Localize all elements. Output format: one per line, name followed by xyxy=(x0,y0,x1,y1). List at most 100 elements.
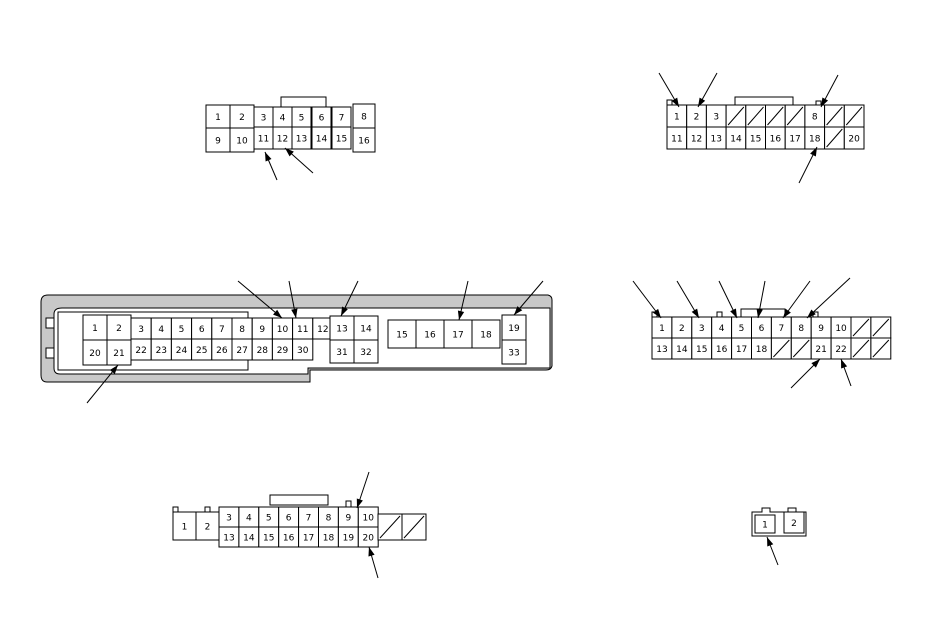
pin-number: 20 xyxy=(848,135,860,145)
pin-number: 13 xyxy=(656,345,667,355)
pin-number: 10 xyxy=(277,325,289,335)
pointer-arrow-head xyxy=(691,308,699,318)
pin-number: 1 xyxy=(182,523,188,533)
pin-number: 6 xyxy=(286,514,292,524)
pin-number: 14 xyxy=(676,345,688,355)
pin-number: 11 xyxy=(297,325,308,335)
pin-number: 2 xyxy=(205,523,211,533)
pin-number: 9 xyxy=(259,325,265,335)
pointer-arrow-head xyxy=(810,147,817,157)
pin-number: 4 xyxy=(246,514,252,524)
pointer-arrow-head xyxy=(514,306,523,315)
pointer-arrow-head xyxy=(698,97,706,107)
pin-number: 16 xyxy=(358,137,370,147)
pin-number: 3 xyxy=(713,113,719,123)
pin-cavity xyxy=(783,511,805,534)
pin-cavity xyxy=(501,339,527,365)
pin-number: 7 xyxy=(219,325,225,335)
pointer-arrow-head xyxy=(109,365,118,374)
pin-number: 1 xyxy=(762,521,768,531)
pointer-arrow-head xyxy=(841,359,848,369)
pin-cavity xyxy=(843,126,865,150)
pin-number: 3 xyxy=(699,324,705,334)
pin-number: 31 xyxy=(336,348,347,358)
latch-notch xyxy=(45,347,55,359)
pin-number: 22 xyxy=(135,346,146,356)
pointer-arrow-head xyxy=(811,359,820,368)
pin-number: 27 xyxy=(236,346,247,356)
pin-number: 33 xyxy=(508,349,519,359)
pin-number: 6 xyxy=(319,114,325,124)
unused-cavity-slash xyxy=(792,339,810,358)
pin-number: 19 xyxy=(508,324,520,334)
pin-number: 21 xyxy=(113,349,124,359)
pin-cavity xyxy=(353,339,379,364)
pin-number: 29 xyxy=(277,346,289,356)
pin-number: 14 xyxy=(730,135,742,145)
pointer-arrow-head xyxy=(756,308,763,318)
unused-cavity-slash xyxy=(747,106,764,126)
latch-notch xyxy=(45,317,55,329)
unused-cavity-slash xyxy=(773,339,790,358)
pin-number: 18 xyxy=(809,135,821,145)
pointer-arrow-head xyxy=(291,308,298,318)
pin-cavity xyxy=(352,127,376,153)
pin-number: 1 xyxy=(674,113,680,123)
pointer-arrow-head xyxy=(730,308,737,318)
pointer-arrow-head xyxy=(783,308,791,318)
pin-number: 2 xyxy=(116,324,122,334)
pointer-arrow-head xyxy=(356,498,363,508)
pin-number: 1 xyxy=(215,113,221,123)
pin-number: 11 xyxy=(258,135,269,145)
pin-number: 2 xyxy=(791,519,797,529)
pin-number: 3 xyxy=(261,114,267,124)
pin-number: 17 xyxy=(452,331,463,341)
pin-number: 15 xyxy=(750,135,761,145)
unused-cavity-slash xyxy=(852,339,870,358)
pin-number: 16 xyxy=(283,534,295,544)
latch-notch xyxy=(204,506,211,512)
pointer-arrow-head xyxy=(821,97,829,107)
pin-number: 15 xyxy=(696,345,707,355)
pointer-arrow-head xyxy=(807,309,816,318)
pin-number: 14 xyxy=(243,534,255,544)
pointer-arrow-line xyxy=(237,280,283,319)
pin-number: 12 xyxy=(691,135,702,145)
pin-cavity xyxy=(291,126,312,150)
pin-number: 26 xyxy=(216,346,228,356)
pin-number: 10 xyxy=(363,514,375,524)
pin-number: 16 xyxy=(424,331,436,341)
pin-number: 17 xyxy=(736,345,747,355)
pin-number: 13 xyxy=(223,534,234,544)
pin-number: 17 xyxy=(303,534,314,544)
pin-number: 8 xyxy=(326,514,332,524)
pointer-arrow-head xyxy=(671,97,679,107)
pin-cavity xyxy=(443,319,473,349)
pin-number: 7 xyxy=(306,514,312,524)
pointer-arrow-head xyxy=(368,547,375,557)
pin-number: 15 xyxy=(396,331,407,341)
latch-notch xyxy=(666,99,673,105)
pointer-arrow-head xyxy=(285,148,294,157)
pin-number: 10 xyxy=(835,324,847,334)
pin-number: 8 xyxy=(798,324,804,334)
pin-cavity xyxy=(754,514,776,534)
pin-number: 23 xyxy=(156,346,167,356)
latch-notch xyxy=(716,311,723,317)
pin-number: 5 xyxy=(739,324,745,334)
unused-cavity-slash xyxy=(403,515,425,539)
pin-number: 4 xyxy=(158,325,164,335)
pin-number: 21 xyxy=(815,345,826,355)
pin-number: 16 xyxy=(716,345,728,355)
pin-number: 18 xyxy=(756,345,768,355)
pin-number: 5 xyxy=(266,514,272,524)
pin-number: 4 xyxy=(719,324,725,334)
latch-notch xyxy=(345,500,352,507)
pointer-arrow-head xyxy=(341,306,348,316)
pin-number: 5 xyxy=(179,325,185,335)
